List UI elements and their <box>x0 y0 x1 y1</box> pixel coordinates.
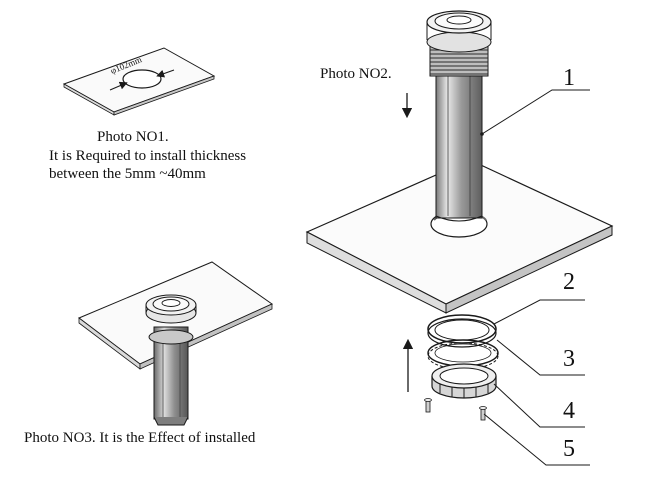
callout-5: 5 <box>563 436 575 462</box>
callout-1: 1 <box>563 65 575 91</box>
callout-3: 3 <box>563 346 575 372</box>
leader-lines <box>481 89 590 466</box>
callout-4: 4 <box>563 398 575 424</box>
mounting-hole <box>122 69 162 89</box>
photo2-countertop-plate <box>305 159 614 314</box>
screws <box>424 398 487 421</box>
photo3-installed-figure <box>78 261 274 426</box>
mounting-nut <box>431 363 497 399</box>
photo3-caption: Photo NO3. It is the Effect of installed <box>24 430 256 446</box>
photo2-title: Photo NO2. <box>320 66 392 82</box>
photo1-line2: between the 5mm ~40mm <box>49 166 206 182</box>
photo1-plate-figure: φ102mm <box>62 47 216 116</box>
photo1-line1: It is Required to install thickness <box>49 148 247 164</box>
socket-column <box>426 10 492 222</box>
callout-2: 2 <box>563 269 575 295</box>
lock-ring <box>427 314 497 348</box>
photo1-title: Photo NO1. <box>97 129 169 145</box>
